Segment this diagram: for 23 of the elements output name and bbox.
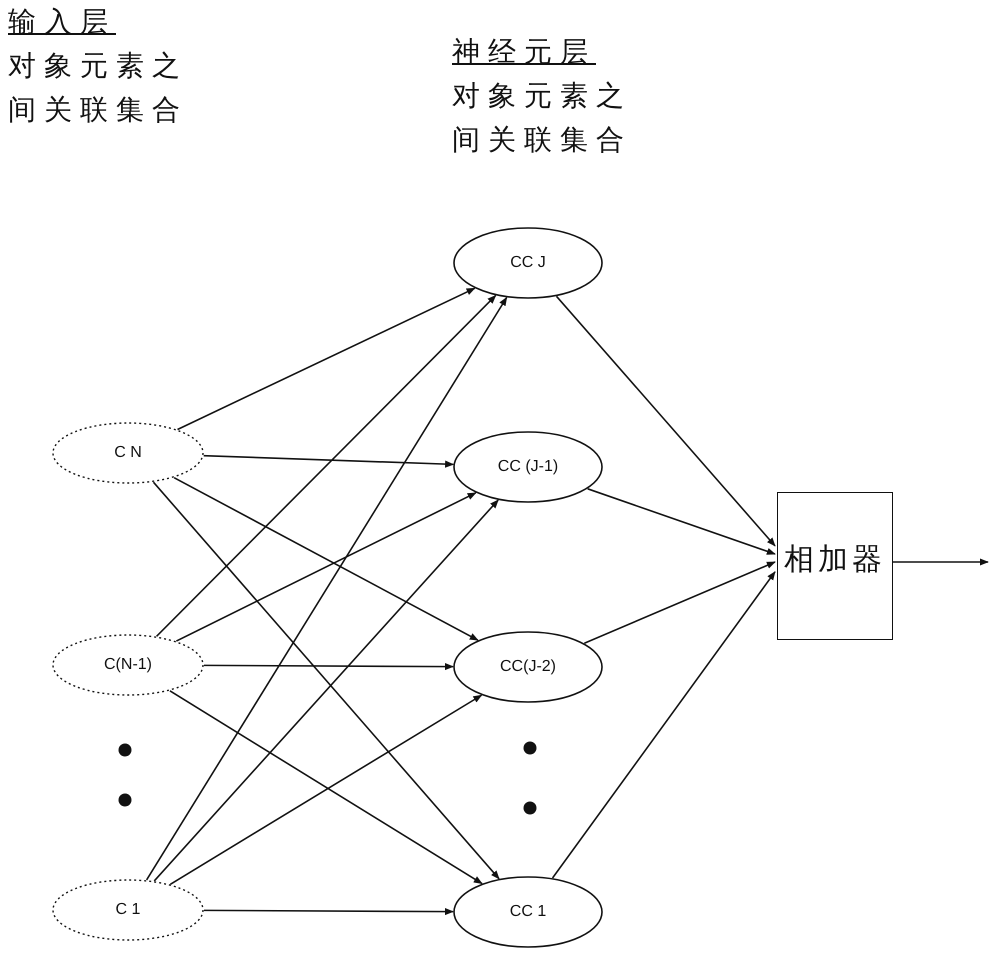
arrow xyxy=(587,488,776,555)
layer-description: 对象元素之间关联集合 xyxy=(8,48,189,128)
arrow xyxy=(146,296,508,880)
node-ellipse: CC J xyxy=(453,227,603,299)
arrow xyxy=(556,296,776,547)
arrow xyxy=(204,454,454,468)
layer-heading: 输入层 xyxy=(8,4,116,40)
arrow xyxy=(177,288,476,430)
arrow xyxy=(156,294,496,637)
node-ellipse: CC(J-2) xyxy=(453,631,603,703)
arrow xyxy=(552,571,776,878)
layer-description: 对象元素之间关联集合 xyxy=(452,78,633,158)
node-ellipse: CC (J-1) xyxy=(453,431,603,503)
arrow xyxy=(204,908,454,916)
node-ellipse: C 1 xyxy=(52,879,204,941)
arrow xyxy=(584,561,776,644)
node-ellipse: CC 1 xyxy=(453,876,603,948)
adder-box: 相加器 xyxy=(777,492,893,640)
node-ellipse: C(N-1) xyxy=(52,634,204,696)
arrow xyxy=(893,558,989,566)
arrow xyxy=(204,662,454,670)
layer-heading: 神经元层 xyxy=(452,34,596,70)
node-ellipse: C N xyxy=(52,422,204,484)
